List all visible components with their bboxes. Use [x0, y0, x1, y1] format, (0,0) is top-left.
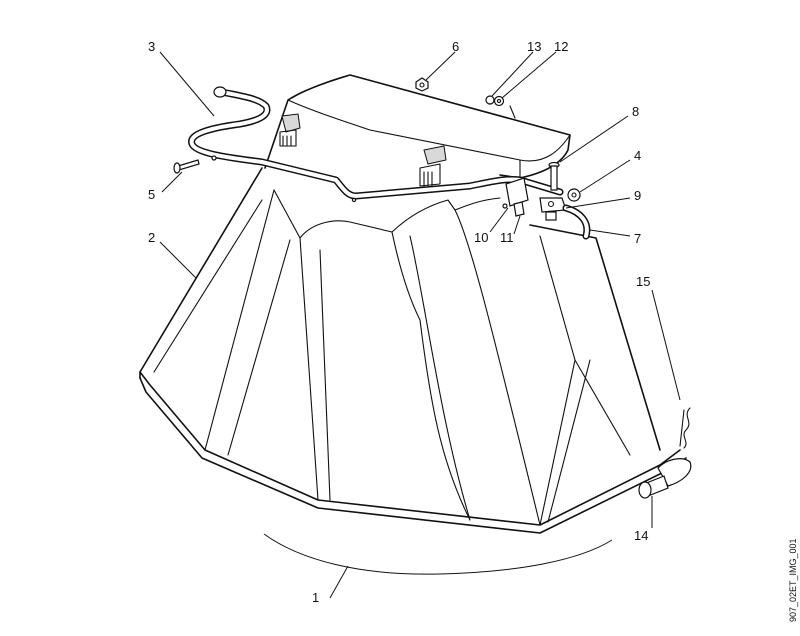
callout-3: 3 — [148, 39, 155, 54]
collector-bag-body — [139, 167, 687, 534]
callout-labels: 1 2 3 4 5 6 7 8 9 10 11 12 13 14 15 — [148, 39, 650, 605]
callout-8: 8 — [632, 104, 639, 119]
screw-5 — [173, 159, 200, 174]
clip-pin-15 — [679, 407, 691, 449]
nut-4 — [567, 188, 581, 202]
callout-10: 10 — [474, 230, 488, 245]
bolt-8 — [548, 161, 560, 191]
callout-1: 1 — [312, 590, 319, 605]
image-reference-code: 907_02ET_IMG_001 — [788, 538, 798, 622]
callout-12: 12 — [554, 39, 568, 54]
callout-14: 14 — [634, 528, 648, 543]
bracket-9 — [539, 197, 567, 221]
clamp-10-11 — [502, 177, 529, 217]
callout-13: 13 — [527, 39, 541, 54]
callout-7: 7 — [634, 231, 641, 246]
callout-11: 11 — [500, 230, 514, 245]
grip-7 — [562, 204, 591, 240]
collector-top-cover — [264, 74, 571, 187]
callout-15: 15 — [636, 274, 650, 289]
pivot-pin-14 — [638, 458, 692, 499]
callout-4: 4 — [634, 148, 641, 163]
callout-9: 9 — [634, 188, 641, 203]
callout-5: 5 — [148, 187, 155, 202]
callout-2: 2 — [148, 230, 155, 245]
handle-tube — [188, 86, 564, 203]
callout-6: 6 — [452, 39, 459, 54]
washer-nut-12-13 — [485, 95, 505, 107]
nut-6 — [415, 77, 429, 92]
leader-lines — [159, 51, 681, 599]
